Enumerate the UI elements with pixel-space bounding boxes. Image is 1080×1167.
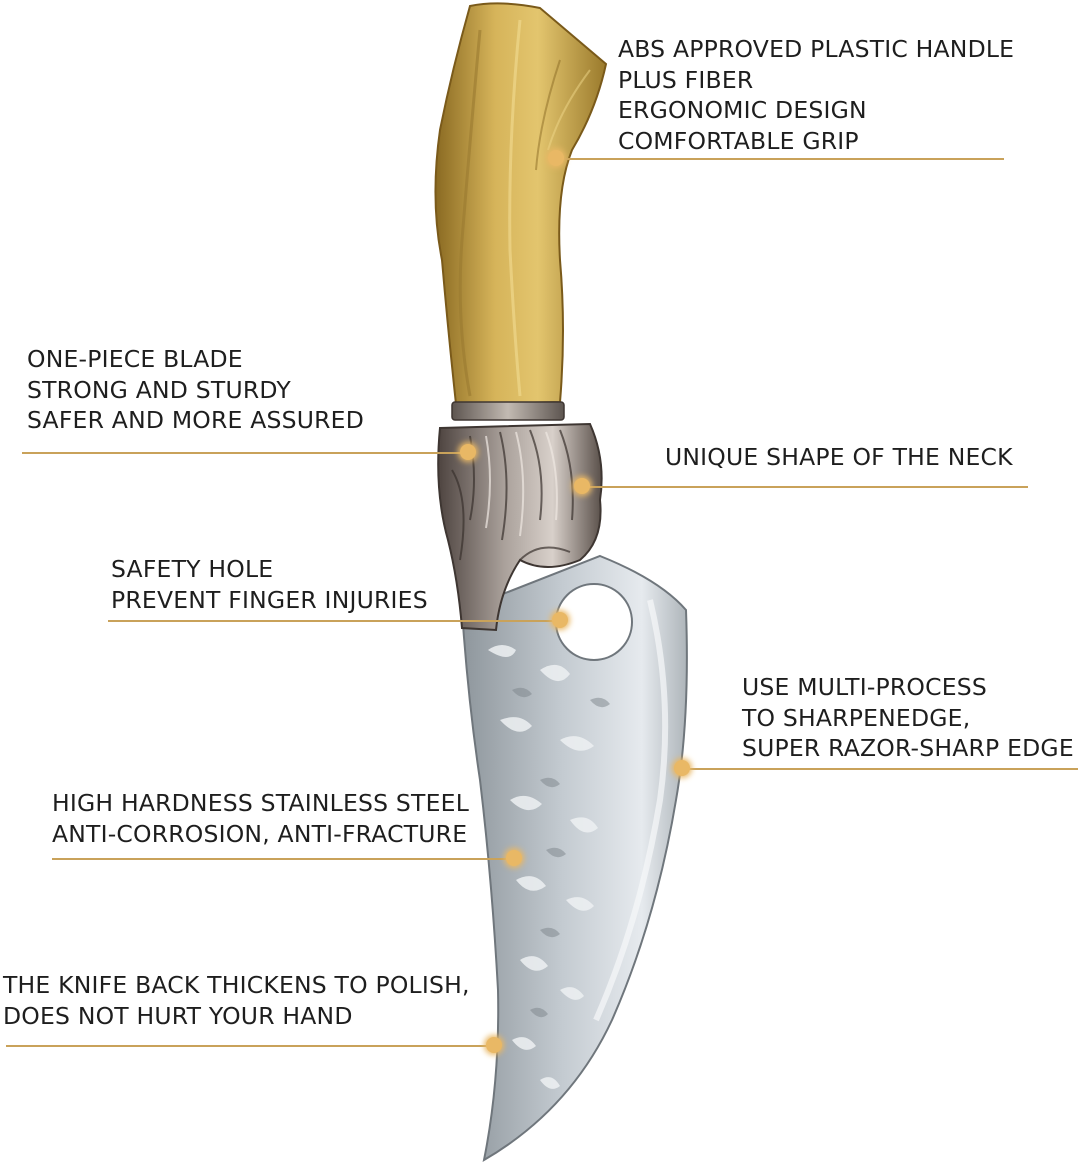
callout-back-line-2: DOES NOT HURT YOUR HAND [3, 1001, 353, 1030]
callout-blade-body-line-3: SAFER AND MORE ASSURED [27, 406, 365, 434]
callout-edge-line-3: SUPER RAZOR-SHARP EDGE [742, 734, 1074, 762]
callout-back-line-1: THE KNIFE BACK THICKENS TO POLISH, [3, 971, 470, 999]
marker-dot-back [486, 1037, 502, 1053]
callout-steel-line-1: HIGH HARDNESS STAINLESS STEEL [52, 789, 469, 817]
callout-steel: HIGH HARDNESS STAINLESS STEEL ANTI-CORRO… [52, 788, 469, 849]
callout-blade-body: ONE-PIECE BLADE STRONG AND STURDY SAFER … [27, 344, 364, 436]
callout-edge-line-1: USE MULTI-PROCESS [742, 673, 988, 701]
callout-blade-body-line-2: STRONG AND STURDY [27, 375, 291, 404]
leader-line-handle [552, 158, 1004, 160]
callout-back: THE KNIFE BACK THICKENS TO POLISH, DOES … [3, 970, 470, 1031]
knife-blade [460, 554, 688, 1162]
callout-handle-line-1: ABS APPROVED PLASTIC HANDLE [618, 35, 1015, 63]
callout-handle-line-4: COMFORTABLE GRIP [618, 126, 859, 155]
marker-dot-handle [548, 150, 564, 166]
callout-steel-line-2: ANTI-CORROSION, ANTI-FRACTURE [52, 819, 468, 848]
leader-line-safety-hole [108, 620, 560, 622]
marker-dot-edge [674, 760, 690, 776]
knife-bolster [437, 422, 603, 632]
callout-safety-hole-line-1: SAFETY HOLE [111, 555, 274, 583]
callout-neck-line-1: UNIQUE SHAPE OF THE NECK [665, 443, 1013, 471]
leader-line-neck [582, 486, 1028, 488]
callout-edge-line-2: TO SHARPENEDGE, [742, 703, 971, 732]
marker-dot-neck [574, 478, 590, 494]
callout-handle-line-2: PLUS FIBER [618, 65, 754, 94]
callout-neck: UNIQUE SHAPE OF THE NECK [665, 442, 1013, 473]
marker-dot-blade-body [460, 444, 476, 460]
leader-line-back [6, 1045, 494, 1047]
leader-line-blade-body [22, 452, 466, 454]
hammered-texture [488, 645, 598, 1089]
knife-handle [434, 2, 608, 406]
callout-safety-hole-line-2: PREVENT FINGER INJURIES [111, 585, 428, 614]
leader-line-steel [52, 858, 514, 860]
handle-ring [451, 401, 565, 421]
callout-handle-line-3: ERGONOMIC DESIGN [618, 96, 867, 124]
callout-handle: ABS APPROVED PLASTIC HANDLE PLUS FIBER E… [618, 34, 1014, 156]
marker-dot-safety-hole [552, 612, 568, 628]
marker-dot-steel [506, 850, 522, 866]
callout-edge: USE MULTI-PROCESS TO SHARPENEDGE, SUPER … [742, 672, 1074, 764]
callout-blade-body-line-1: ONE-PIECE BLADE [27, 345, 243, 373]
leader-line-edge [682, 768, 1078, 770]
callout-safety-hole: SAFETY HOLE PREVENT FINGER INJURIES [111, 554, 428, 615]
